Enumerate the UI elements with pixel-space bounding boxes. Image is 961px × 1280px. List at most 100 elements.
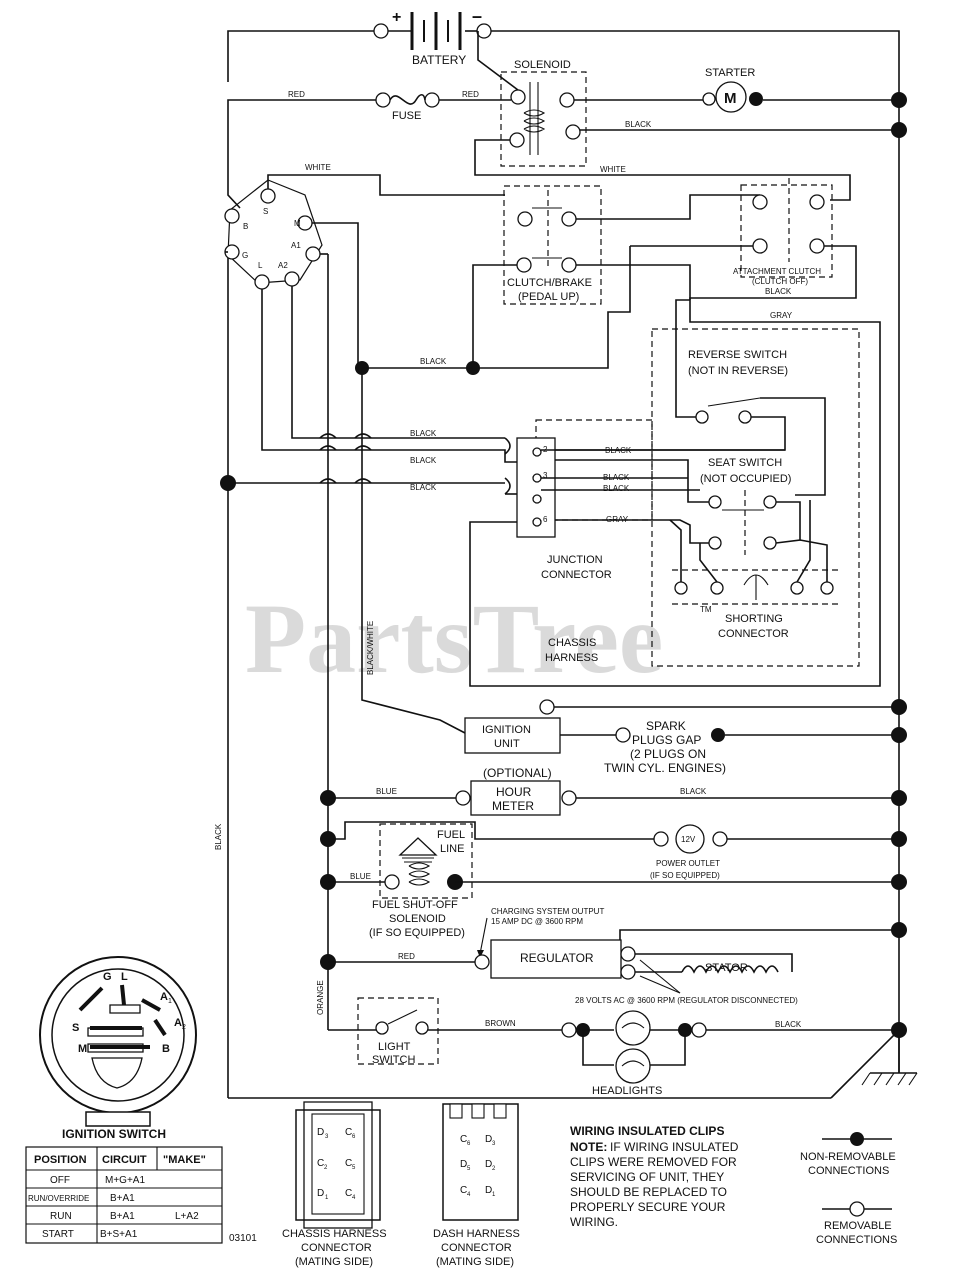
switch-face-s: S [72,1022,79,1034]
ign-terminal-s: S [263,207,268,216]
table-row-0-circ: M+G+A1 [105,1175,145,1186]
switch-face-b: B [162,1043,170,1055]
switch-face-m: M [78,1043,87,1055]
wire-label-gray-att: GRAY [770,311,793,320]
svg-text:D: D [485,1134,492,1145]
table-header-circuit: CIRCUIT [102,1154,147,1166]
wire-label-black-h2: BLACK [410,456,437,465]
svg-text:4: 4 [352,1195,356,1201]
clips-line-2: CLIPS WERE REMOVED FOR [570,1155,737,1169]
chassis-conn-label-3: (MATING SIDE) [295,1256,373,1268]
optional-label: (OPTIONAL) [483,766,552,780]
battery-label: BATTERY [412,53,466,67]
legend-rem-1: REMOVABLE [824,1220,892,1232]
attachment-clutch-box [740,184,833,278]
volts-ac-label: 28 VOLTS AC @ 3600 RPM (REGULATOR DISCON… [575,996,798,1005]
wire-label-black-mid: BLACK [420,357,447,366]
chassis-label: CHASSIS [548,637,596,649]
fuel-solenoid-label-1: FUEL SHUT-OFF [372,899,458,911]
shorting-label: SHORTING [725,613,783,625]
ignition-unit-label-1: IGNITION [482,724,531,736]
svg-text:6: 6 [467,1141,471,1147]
svg-text:M: M [724,90,737,107]
wire-label-red-fuse2: RED [462,90,479,99]
spark-label-3: (2 PLUGS ON [630,747,706,761]
clutch-off-label: (CLUTCH OFF) [752,277,808,286]
spark-label-2: PLUGS GAP [632,733,701,747]
wire-label-orange: ORANGE [316,980,325,1015]
svg-text:C: C [460,1134,467,1145]
diagram-code: 03101 [229,1233,257,1244]
dash-conn-label-3: (MATING SIDE) [436,1256,514,1268]
wire-label-brown: BROWN [485,1019,516,1028]
starter-motor [715,81,747,113]
spark-label-1: SPARK [646,719,686,733]
power-outlet-label: POWER OUTLET [656,859,720,868]
fuel-line-label-1: FUEL [437,829,465,841]
wire-label-white-ign: WHITE [305,163,331,172]
wire-label-black-h1: BLACK [410,429,437,438]
wire-label-black-h3: BLACK [410,483,437,492]
table-row-3-circ: B+S+A1 [100,1229,138,1240]
table-header-position: POSITION [34,1154,87,1166]
legend-rem-2: CONNECTIONS [816,1234,897,1246]
table-row-1-pos: RUN/OVERRIDE [28,1194,89,1203]
clutch-brake-label: CLUTCH/BRAKE [507,277,592,289]
seat-switch-label: SEAT SWITCH [708,457,782,469]
ign-terminal-a1: A1 [291,241,301,250]
svg-text:3: 3 [325,1134,329,1140]
legend-nonrem-2: CONNECTIONS [808,1165,889,1177]
legend-removable: REMOVABLE CONNECTIONS [816,1201,897,1246]
svg-text:–: – [472,6,482,26]
svg-text:5: 5 [352,1165,356,1171]
pedal-up-label: (PEDAL UP) [518,291,579,303]
legend-nonrem-1: NON-REMOVABLE [800,1151,896,1163]
ign-terminal-m: M [294,219,301,228]
svg-text:C: C [345,1188,352,1199]
chassis-harness-box [651,328,860,667]
svg-text:1: 1 [325,1195,329,1201]
svg-text:5: 5 [467,1166,471,1172]
switch-face-a1-sub: 1 [168,998,172,1005]
fuse-label: FUSE [392,110,421,122]
power-outlet-equipped: (IF SO EQUIPPED) [650,871,720,880]
ignition-unit-label-2: UNIT [494,738,520,750]
regulator [490,939,622,979]
headlight-2 [615,1048,651,1084]
svg-text:C: C [460,1185,467,1196]
table-row-2-make: L+A2 [175,1211,199,1222]
clips-line-4: SHOULD BE REPLACED TO [570,1185,727,1199]
ground-symbol [861,1030,918,1086]
clips-line-3: SERVICING OF UNIT, THEY [570,1170,724,1184]
svg-text:+: + [392,9,401,26]
harness-label: HARNESS [545,652,598,664]
not-occupied-label: (NOT OCCUPIED) [700,473,791,485]
svg-text:6: 6 [352,1134,356,1140]
outlet-volt-label: 12V [681,835,696,844]
solenoid-coil [523,82,546,155]
hour-meter-label-2: METER [492,799,534,813]
ignition-switch-table: POSITION CIRCUIT "MAKE" OFF M+G+A1 RUN/O… [25,1146,223,1244]
hour-meter [470,780,561,816]
wire-label-black-left: BLACK [214,823,223,850]
table-row-0-pos: OFF [50,1175,70,1186]
headlight-1 [615,1010,651,1046]
junction-pin-6: 6 [543,515,548,524]
solenoid-label: SOLENOID [514,59,571,71]
clips-line-1: IF WIRING INSULATED [610,1140,739,1154]
stator-label: STATOR [705,962,748,974]
junction-pin-3: 3 [543,471,548,480]
ign-terminal-l: L [258,261,263,270]
svg-text:2: 2 [492,1166,496,1172]
svg-text:1: 1 [492,1192,496,1198]
ignition-switch-face: G L A 1 A 2 S M B [39,956,197,1127]
svg-text:3: 3 [492,1141,496,1147]
table-header-make: "MAKE" [163,1154,206,1166]
wire-label-red-reg: RED [398,952,415,961]
ignition-switch-label: IGNITION SWITCH [62,1127,166,1141]
light-switch-box [357,997,439,1065]
ign-terminal-b: B [243,222,248,231]
wire-label-blue-hour: BLUE [376,787,397,796]
regulator-label: REGULATOR [520,951,594,965]
